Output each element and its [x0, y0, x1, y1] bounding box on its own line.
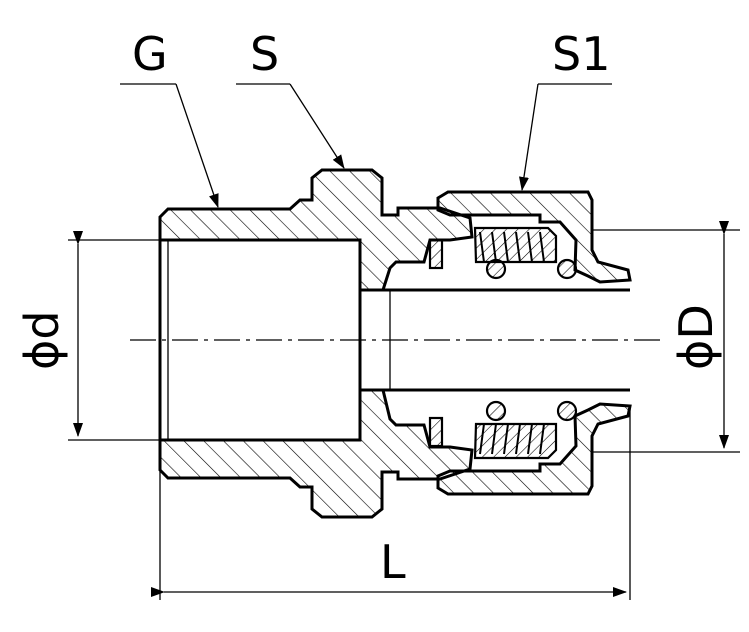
label-inner-diameter: ϕd [15, 310, 69, 370]
sleeve-thread-lower [479, 423, 545, 455]
label-length-l: L [380, 535, 406, 589]
union-nut-lower [436, 402, 632, 496]
label-thread-g: G [132, 27, 168, 81]
o-rings [485, 258, 578, 422]
label-hex-s: S [250, 27, 279, 81]
leader-G [120, 83, 219, 208]
o-ring-upper-right [556, 258, 578, 280]
leader-S1 [518, 83, 612, 191]
sleeve-upper [428, 226, 558, 270]
fitting-body-lower [158, 388, 474, 519]
sleeve-thread-upper [479, 231, 545, 263]
label-hex-s1: S1 [552, 27, 610, 81]
label-outer-diameter: ϕD [669, 304, 723, 370]
o-ring-lower-left [485, 400, 507, 422]
sleeve-lower [428, 416, 558, 460]
o-ring-lower-right [556, 400, 578, 422]
leader-S [236, 83, 345, 169]
extension-lines [68, 229, 740, 600]
fitting-body-upper [158, 168, 474, 292]
o-ring-upper-left [485, 258, 507, 280]
union-nut-upper [436, 190, 632, 284]
